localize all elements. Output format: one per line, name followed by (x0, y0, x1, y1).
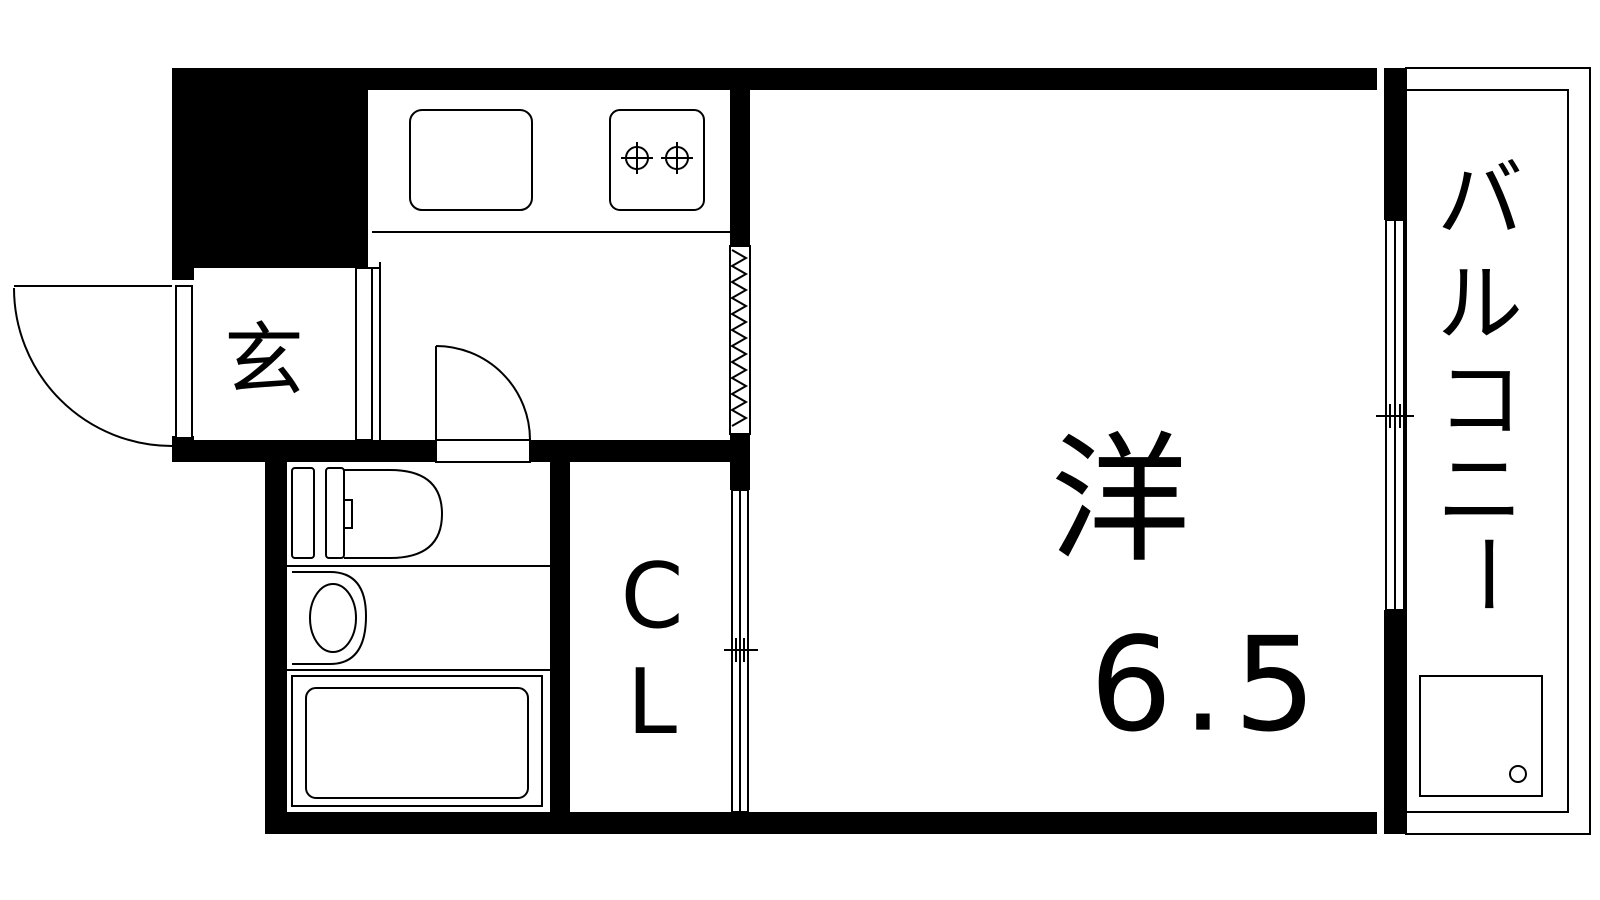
wash-basin (287, 571, 550, 671)
kitchen-counter (372, 109, 730, 233)
left-wall-upper (172, 68, 194, 280)
entrance-step (355, 262, 381, 441)
toilet-bowl (344, 469, 444, 559)
room-type-label: 洋 (1050, 420, 1190, 583)
top-wall (172, 68, 1377, 90)
balcony-char: ニ (1437, 440, 1523, 540)
bath-left-wall (265, 440, 287, 832)
accordion-partition (729, 245, 751, 435)
toilet (287, 467, 550, 567)
closet-label-l: L (627, 650, 677, 755)
right-wall-upper (1384, 68, 1406, 220)
right-wall-lower (1384, 610, 1406, 834)
closet-doors (724, 489, 758, 813)
balcony-char: コ (1437, 350, 1523, 450)
balcony-label: バ ル コ ニ ー (1436, 150, 1536, 617)
kitchen-room-wall-upper (730, 68, 750, 246)
stove-burner-icon (621, 142, 693, 174)
entrance-label: 玄 (224, 314, 304, 407)
kitchen-room-wall-mid (730, 434, 750, 490)
balcony-char: バ (1437, 150, 1523, 250)
kitchen-sink (409, 109, 533, 211)
room-size-label: 6.5 (1090, 609, 1327, 761)
washroom-door (435, 345, 531, 463)
balcony-char: ー (1436, 531, 1536, 617)
balcony-window (1376, 219, 1414, 611)
bath-closet-wall (550, 462, 570, 812)
balcony-char: ル (1437, 254, 1523, 354)
balcony (1405, 67, 1591, 835)
bathtub (291, 675, 543, 807)
entrance-corner-block (172, 68, 368, 268)
entrance-door (13, 285, 193, 447)
gas-stove (609, 109, 705, 211)
bottom-wall (265, 812, 1377, 834)
toilet-tank (291, 467, 315, 559)
aircon-unit (1419, 675, 1543, 797)
closet-label-c: C (621, 544, 684, 649)
